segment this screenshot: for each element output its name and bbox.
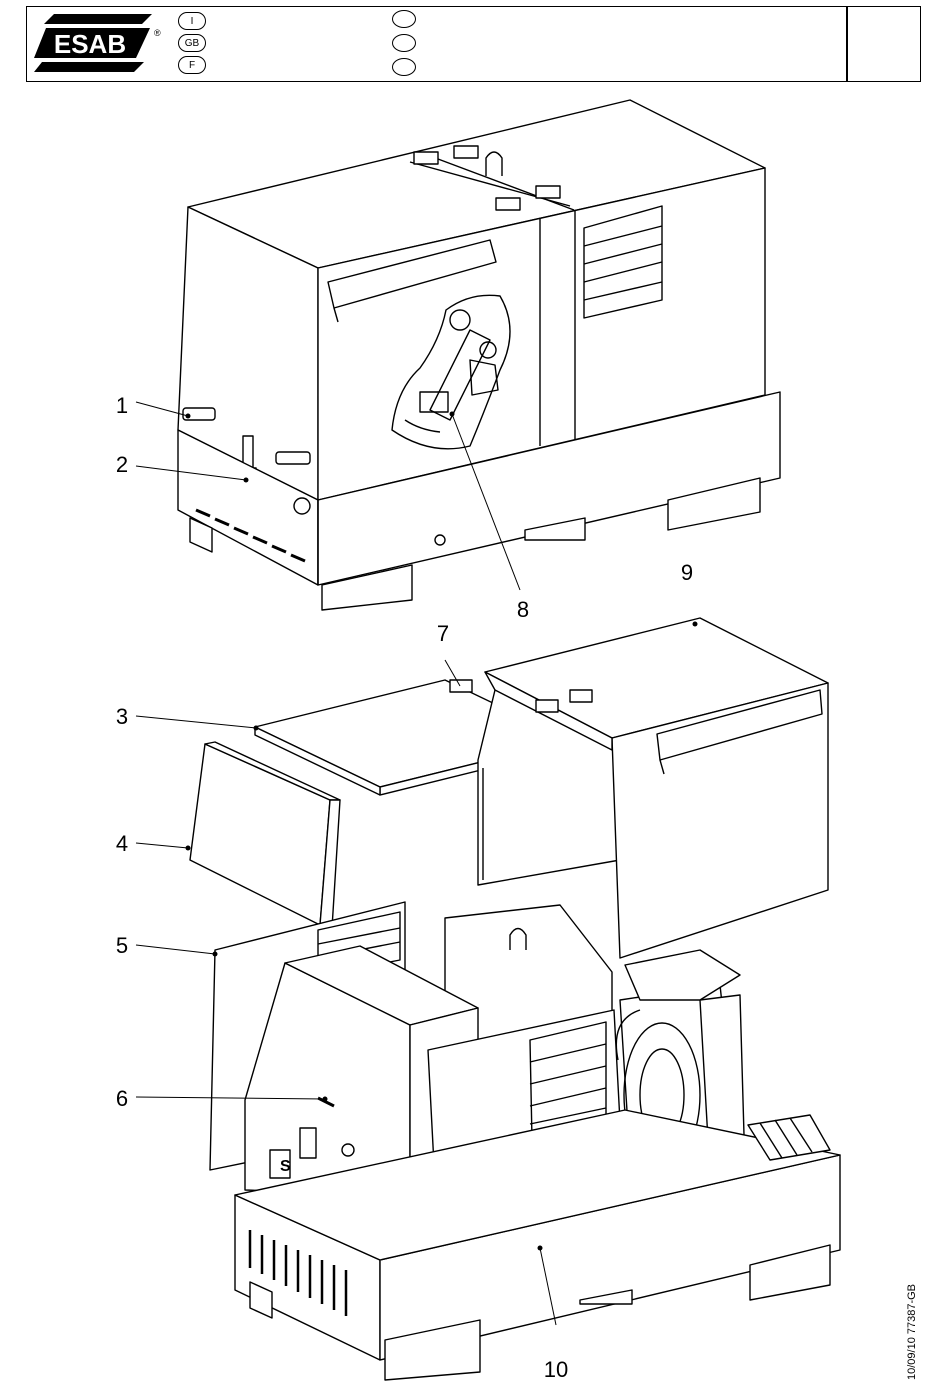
callout-8: 8	[517, 597, 529, 622]
blank-circle	[392, 10, 416, 28]
callout-4: 4	[116, 831, 128, 856]
callout-5: 5	[116, 933, 128, 958]
language-badge-i: I	[178, 12, 206, 30]
generator-exploded-diagram: 1 2 3 4 5 6 7 8 9 10 S	[0, 90, 950, 1387]
callout-10: 10	[544, 1357, 568, 1382]
assembled-generator	[178, 100, 780, 610]
blank-circle	[392, 34, 416, 52]
panel-marking: S	[280, 1158, 291, 1175]
callout-7: 7	[437, 621, 449, 646]
callout-9: 9	[681, 560, 693, 585]
callout-6: 6	[116, 1086, 128, 1111]
exploded-generator	[190, 618, 840, 1380]
document-code: 10/09/10 77387-GB	[906, 1284, 918, 1380]
language-list: I GB F	[178, 10, 206, 76]
blank-circle	[392, 58, 416, 76]
brand-text: ESAB	[54, 29, 126, 59]
language-badge-f: F	[178, 56, 206, 74]
header-divider	[846, 6, 848, 82]
esab-logo: ESAB ®	[34, 12, 164, 81]
callout-1: 1	[116, 393, 128, 418]
language-badge-gb: GB	[178, 34, 206, 52]
registered-mark: ®	[154, 28, 161, 38]
callout-3: 3	[116, 704, 128, 729]
language-checkboxes	[392, 10, 416, 82]
callout-2: 2	[116, 452, 128, 477]
